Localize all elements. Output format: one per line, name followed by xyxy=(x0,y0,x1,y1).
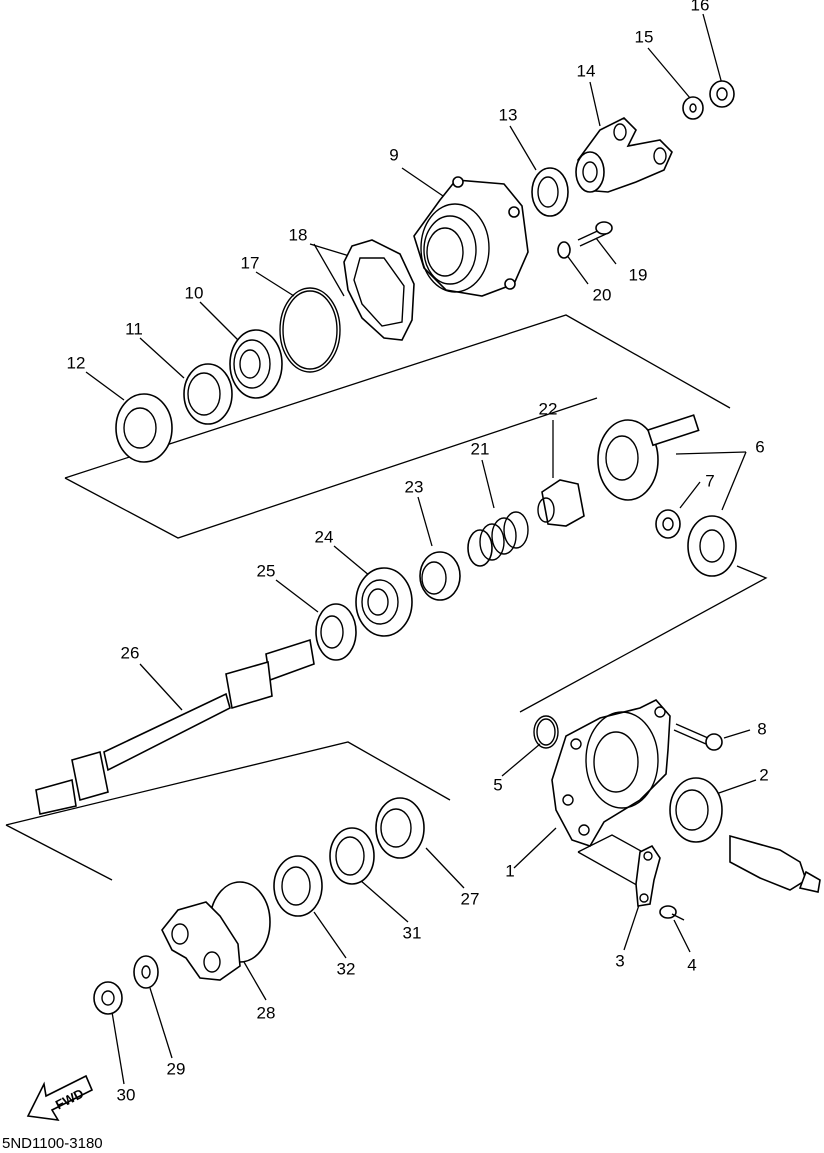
label-28: 28 xyxy=(257,1003,276,1022)
part-17-oring-icon xyxy=(279,287,341,373)
part-16-nut-icon xyxy=(709,80,735,108)
part-15-washer-icon xyxy=(682,96,704,120)
label-32: 32 xyxy=(337,959,356,978)
label-1: 1 xyxy=(505,861,514,880)
part-8-bolt-icon xyxy=(673,723,723,751)
fwd-arrow-icon: FWD xyxy=(26,1074,94,1122)
label-18: 18 xyxy=(289,225,308,244)
label-4: 4 xyxy=(687,955,696,974)
label-31: 31 xyxy=(403,923,422,942)
part-10-bearing-icon xyxy=(229,329,283,399)
part-labels: 1 2 3 4 5 6 7 8 9 10 11 12 13 14 15 16 1… xyxy=(67,0,769,1104)
label-13: 13 xyxy=(499,105,518,124)
label-16: 16 xyxy=(691,0,710,14)
part-22-collar-icon xyxy=(537,479,585,527)
label-7: 7 xyxy=(705,471,714,490)
label-22: 22 xyxy=(539,399,558,418)
label-9: 9 xyxy=(389,145,398,164)
part-31-ring-nut-icon xyxy=(329,827,375,885)
drawing-code: 5ND1100-3180 xyxy=(2,1135,103,1152)
part-23-collar-icon xyxy=(419,551,461,601)
label-24: 24 xyxy=(315,527,334,546)
label-3: 3 xyxy=(615,951,624,970)
part-6-gear-set-icon xyxy=(597,414,737,577)
part-32-seal-icon xyxy=(273,855,323,917)
label-23: 23 xyxy=(405,477,424,496)
label-21: 21 xyxy=(471,439,490,458)
label-14: 14 xyxy=(577,61,596,80)
part-9-housing-icon xyxy=(413,176,529,297)
label-17: 17 xyxy=(241,253,260,272)
part-21-spring-icon xyxy=(467,511,529,567)
label-10: 10 xyxy=(185,283,204,302)
part-5-oring-icon xyxy=(533,715,559,749)
part-2-bearing-icon xyxy=(669,777,723,843)
label-6: 6 xyxy=(755,437,764,456)
label-27: 27 xyxy=(461,889,480,908)
label-30: 30 xyxy=(117,1085,136,1104)
part-14-yoke-icon xyxy=(575,117,673,193)
part-19-bolt-icon xyxy=(577,221,613,247)
part-13-seal-icon xyxy=(531,167,569,217)
part-20-washer-icon xyxy=(557,241,571,259)
leader-lines xyxy=(85,13,757,1085)
stub-shaft-icon xyxy=(729,834,821,893)
part-25-seal-icon xyxy=(315,603,357,661)
label-26: 26 xyxy=(121,643,140,662)
part-28-yoke-icon xyxy=(161,881,271,981)
label-5: 5 xyxy=(493,775,502,794)
part-3-plate-icon xyxy=(635,844,661,907)
part-1-case-icon xyxy=(551,699,671,847)
label-2: 2 xyxy=(759,765,768,784)
part-18-gasket-icon xyxy=(343,239,415,341)
part-24-bearing-icon xyxy=(355,567,413,637)
label-12: 12 xyxy=(67,353,86,372)
part-26-drive-shaft-icon xyxy=(35,638,315,815)
label-8: 8 xyxy=(757,719,766,738)
part-4-screw-icon xyxy=(659,905,685,921)
part-30-nut-icon xyxy=(93,981,123,1015)
label-25: 25 xyxy=(257,561,276,580)
part-12-seal-icon xyxy=(115,393,173,463)
label-19: 19 xyxy=(629,265,648,284)
label-11: 11 xyxy=(125,319,143,338)
part-29-washer-icon xyxy=(133,955,159,989)
part-7-nut-icon xyxy=(655,509,681,539)
label-29: 29 xyxy=(167,1059,186,1078)
part-27-bearing-icon xyxy=(375,797,425,859)
part-11-ring-nut-icon xyxy=(183,363,233,425)
label-15: 15 xyxy=(635,27,654,46)
label-20: 20 xyxy=(593,285,612,304)
